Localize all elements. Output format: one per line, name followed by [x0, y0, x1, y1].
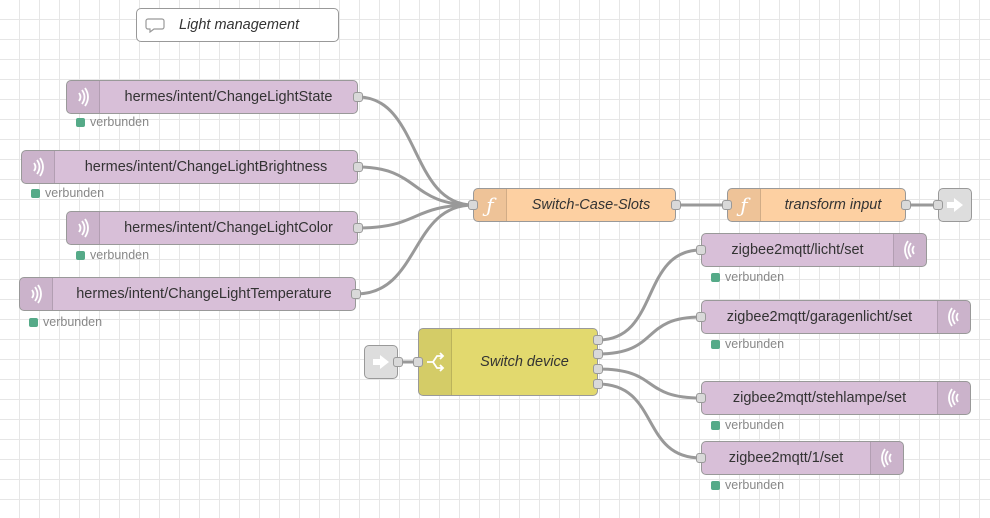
status-text: verbunden — [90, 248, 150, 262]
mqtt-out-node-garagenlicht[interactable]: zigbee2mqtt/garagenlicht/set — [701, 300, 971, 334]
switch-icon — [419, 329, 452, 395]
switch-label: Switch device — [480, 354, 569, 370]
status-connected: verbunden — [29, 315, 102, 329]
mqtt-signal-icon — [22, 151, 55, 183]
status-text: verbunden — [45, 186, 105, 200]
status-dot-icon — [711, 480, 720, 490]
function-label: Switch-Case-Slots — [531, 197, 651, 213]
mqtt-in-label: hermes/intent/ChangeLightTemperature — [76, 286, 332, 302]
mqtt-in-label: hermes/intent/ChangeLightBrightness — [84, 159, 328, 175]
mqtt-out-label: zigbee2mqtt/garagenlicht/set — [726, 309, 913, 325]
output-port[interactable] — [353, 223, 363, 233]
function-node-transform-input[interactable]: ƒ transform input — [727, 188, 906, 222]
status-text: verbunden — [725, 418, 785, 432]
status-dot-icon — [711, 420, 720, 430]
wire-color-to-switchcase — [357, 203, 474, 230]
status-connected: verbunden — [711, 478, 784, 492]
function-icon: ƒ — [728, 189, 761, 221]
mqtt-signal-icon — [870, 442, 903, 474]
output-port[interactable] — [593, 349, 603, 359]
status-text: verbunden — [90, 115, 150, 129]
input-port[interactable] — [696, 312, 706, 322]
input-port[interactable] — [468, 200, 478, 210]
link-out-node[interactable] — [938, 188, 972, 222]
mqtt-signal-icon — [67, 212, 100, 244]
mqtt-in-label: hermes/intent/ChangeLightState — [124, 89, 333, 105]
status-text: verbunden — [43, 315, 103, 329]
mqtt-out-label: zigbee2mqtt/stehlampe/set — [732, 390, 907, 406]
wire-brightness-to-switchcase — [357, 165, 474, 207]
mqtt-signal-icon — [67, 81, 100, 113]
link-in-node[interactable] — [364, 345, 398, 379]
status-dot-icon — [711, 272, 720, 282]
wire-switch-to-1 — [597, 382, 702, 460]
mqtt-in-label: hermes/intent/ChangeLightColor — [124, 220, 333, 236]
mqtt-out-label: zigbee2mqtt/licht/set — [731, 242, 864, 258]
output-port[interactable] — [353, 92, 363, 102]
status-connected: verbunden — [711, 418, 784, 432]
status-dot-icon — [29, 317, 38, 327]
function-label: transform input — [784, 197, 882, 213]
wire-switch-to-stehlampe — [597, 367, 702, 400]
mqtt-in-node-changelightstate[interactable]: hermes/intent/ChangeLightState — [66, 80, 358, 114]
mqtt-in-node-changelightbrightness[interactable]: hermes/intent/ChangeLightBrightness — [21, 150, 358, 184]
output-port[interactable] — [593, 379, 603, 389]
function-node-switch-case-slots[interactable]: ƒ Switch-Case-Slots — [473, 188, 676, 222]
status-dot-icon — [31, 188, 40, 198]
mqtt-out-label: zigbee2mqtt/1/set — [728, 450, 844, 466]
status-connected: verbunden — [76, 248, 149, 262]
input-port[interactable] — [696, 393, 706, 403]
status-dot-icon — [76, 250, 85, 260]
status-text: verbunden — [725, 478, 785, 492]
link-out-icon — [939, 189, 971, 221]
mqtt-out-node-licht[interactable]: zigbee2mqtt/licht/set — [701, 233, 927, 267]
wire-switch-to-garagenlicht — [597, 315, 702, 356]
status-connected: verbunden — [76, 115, 149, 129]
mqtt-signal-icon — [937, 382, 970, 414]
input-port[interactable] — [696, 453, 706, 463]
comment-label: Light management — [179, 17, 300, 33]
wire-switch-to-licht — [597, 248, 702, 342]
status-connected: verbunden — [711, 337, 784, 351]
status-dot-icon — [76, 117, 85, 127]
input-port[interactable] — [696, 245, 706, 255]
output-port[interactable] — [901, 200, 911, 210]
input-port[interactable] — [413, 357, 423, 367]
status-text: verbunden — [725, 270, 785, 284]
status-dot-icon — [711, 339, 720, 349]
output-port[interactable] — [593, 335, 603, 345]
output-port[interactable] — [593, 364, 603, 374]
status-text: verbunden — [725, 337, 785, 351]
input-port[interactable] — [933, 200, 943, 210]
mqtt-signal-icon — [20, 278, 53, 310]
mqtt-signal-icon — [937, 301, 970, 333]
comment-node[interactable]: Light management — [136, 8, 339, 42]
status-connected: verbunden — [31, 186, 104, 200]
mqtt-signal-icon — [893, 234, 926, 266]
mqtt-in-node-changelightcolor[interactable]: hermes/intent/ChangeLightColor — [66, 211, 358, 245]
link-in-icon — [365, 346, 397, 378]
output-port[interactable] — [671, 200, 681, 210]
output-port[interactable] — [393, 357, 403, 367]
switch-node-switch-device[interactable]: Switch device — [418, 328, 598, 396]
mqtt-in-node-changelighttemperature[interactable]: hermes/intent/ChangeLightTemperature — [19, 277, 356, 311]
input-port[interactable] — [722, 200, 732, 210]
output-port[interactable] — [351, 289, 361, 299]
status-connected: verbunden — [711, 270, 784, 284]
wire-temperature-to-switchcase — [355, 203, 474, 296]
wire-state-to-switchcase — [357, 95, 474, 207]
mqtt-out-node-stehlampe[interactable]: zigbee2mqtt/stehlampe/set — [701, 381, 971, 415]
comment-icon — [137, 17, 173, 33]
function-icon: ƒ — [474, 189, 507, 221]
mqtt-out-node-1[interactable]: zigbee2mqtt/1/set — [701, 441, 904, 475]
output-port[interactable] — [353, 162, 363, 172]
